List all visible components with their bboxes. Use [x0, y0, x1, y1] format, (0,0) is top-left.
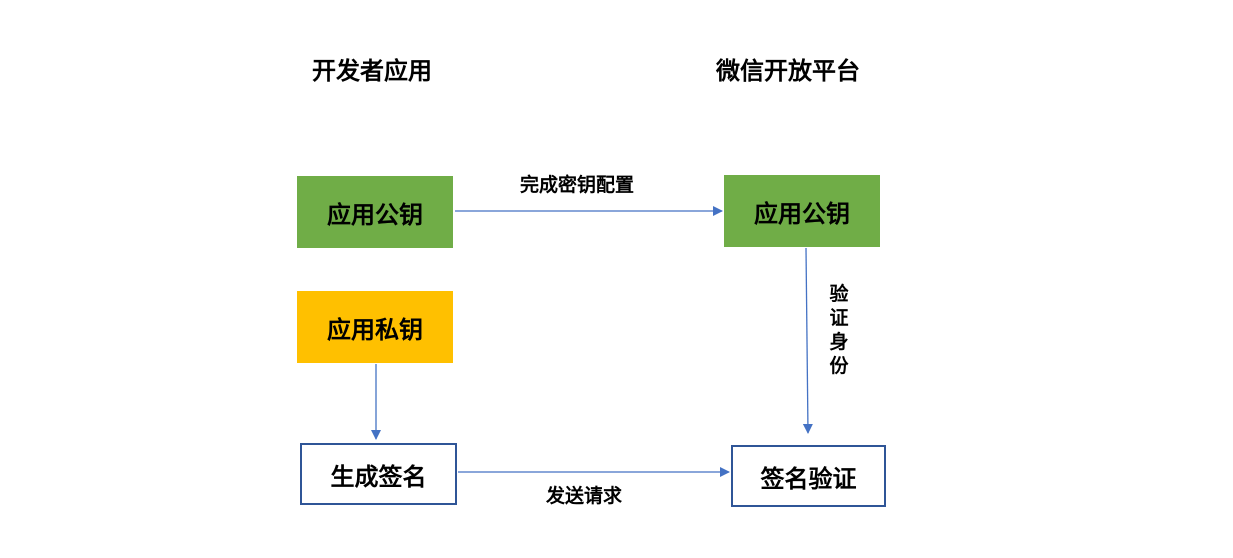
wechat-platform-title: 微信开放平台 [716, 57, 860, 85]
configure-key-label: 完成密钥配置 [520, 174, 635, 196]
dev-public-key-node: 应用公钥 [297, 176, 453, 248]
arrow-verify-identity [802, 247, 813, 434]
send-request-label: 发送请求 [546, 485, 623, 507]
developer-app-title: 开发者应用 [312, 57, 432, 85]
verify-identity-label: 验证身份 [829, 283, 849, 377]
platform-public-key-node: 应用公钥 [724, 175, 880, 247]
generate-signature-node: 生成签名 [300, 443, 457, 505]
dev-private-key-node: 应用私钥 [297, 291, 453, 363]
verify-signature-node: 签名验证 [731, 445, 886, 507]
